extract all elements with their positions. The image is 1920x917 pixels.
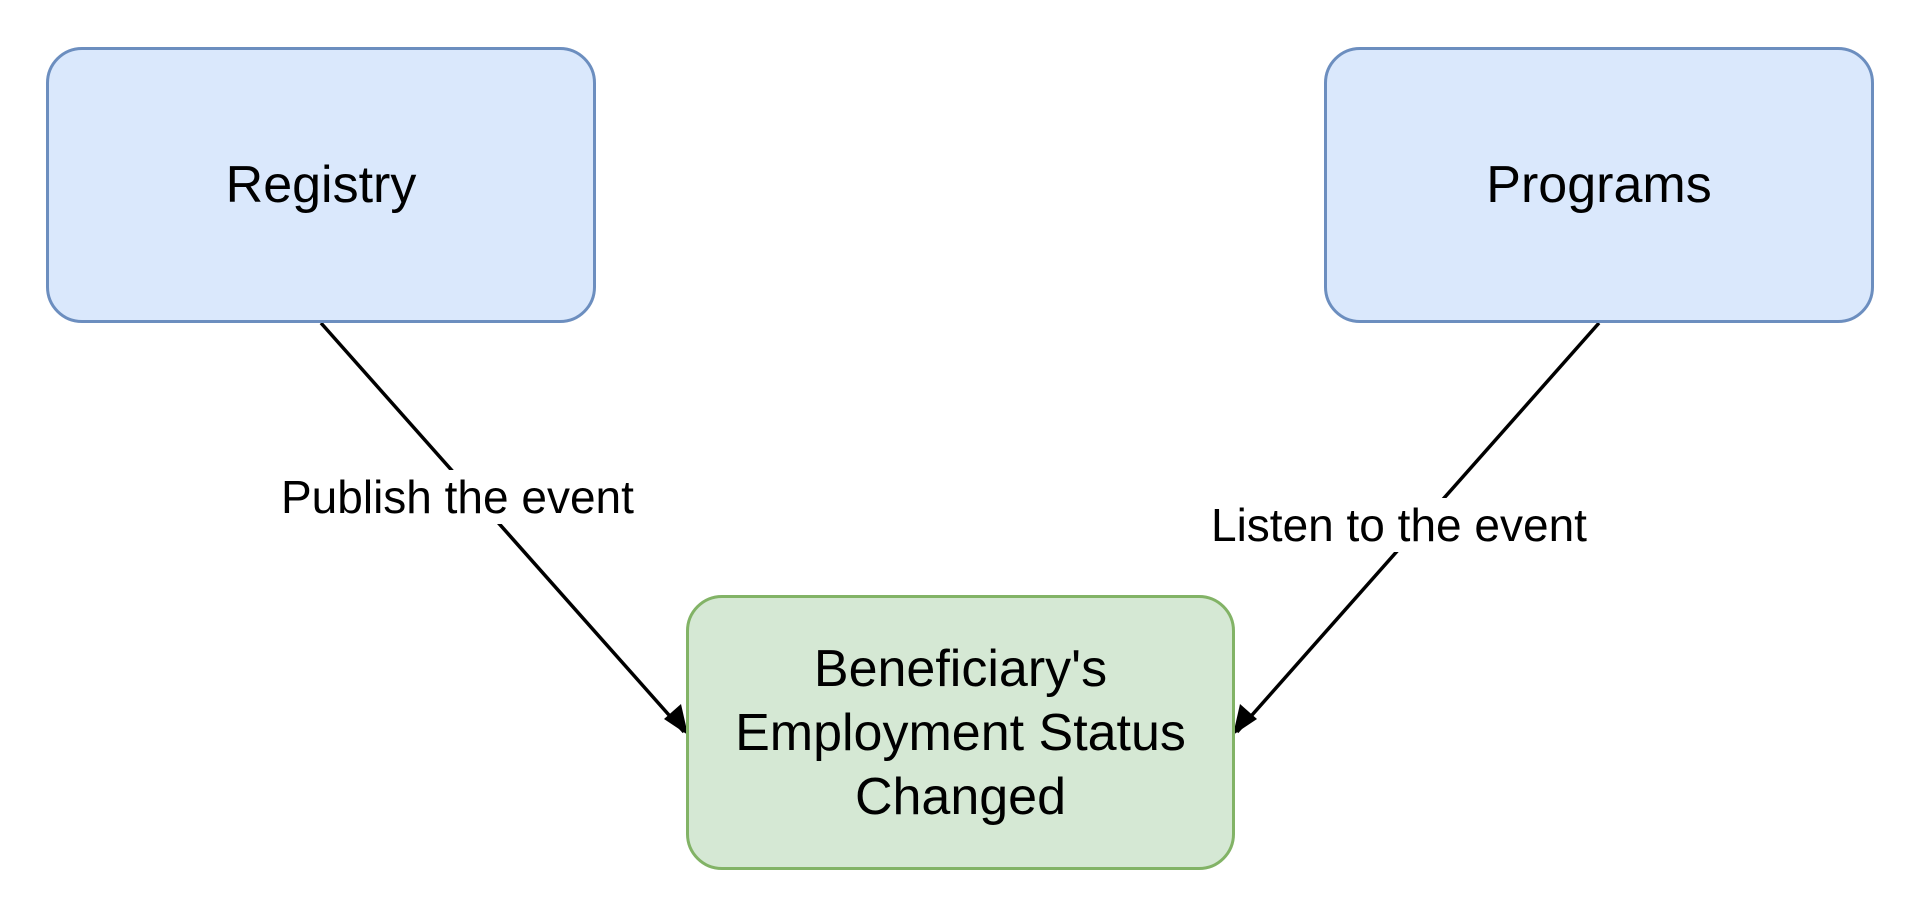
arrowhead-registry-edge — [664, 704, 688, 735]
programs-node[interactable]: Programs — [1324, 47, 1874, 323]
arrowhead-programs-edge — [1233, 704, 1257, 735]
edge-label-publish: Publish the event — [277, 470, 638, 524]
event-label: Beneficiary's Employment Status Changed — [735, 639, 1186, 826]
event-node[interactable]: Beneficiary's Employment Status Changed — [686, 595, 1235, 870]
edge-registry-to-event — [319, 321, 686, 734]
edge-label-listen: Listen to the event — [1207, 498, 1591, 552]
registry-node[interactable]: Registry — [46, 47, 596, 323]
programs-label: Programs — [1486, 156, 1712, 214]
registry-label: Registry — [225, 156, 417, 214]
